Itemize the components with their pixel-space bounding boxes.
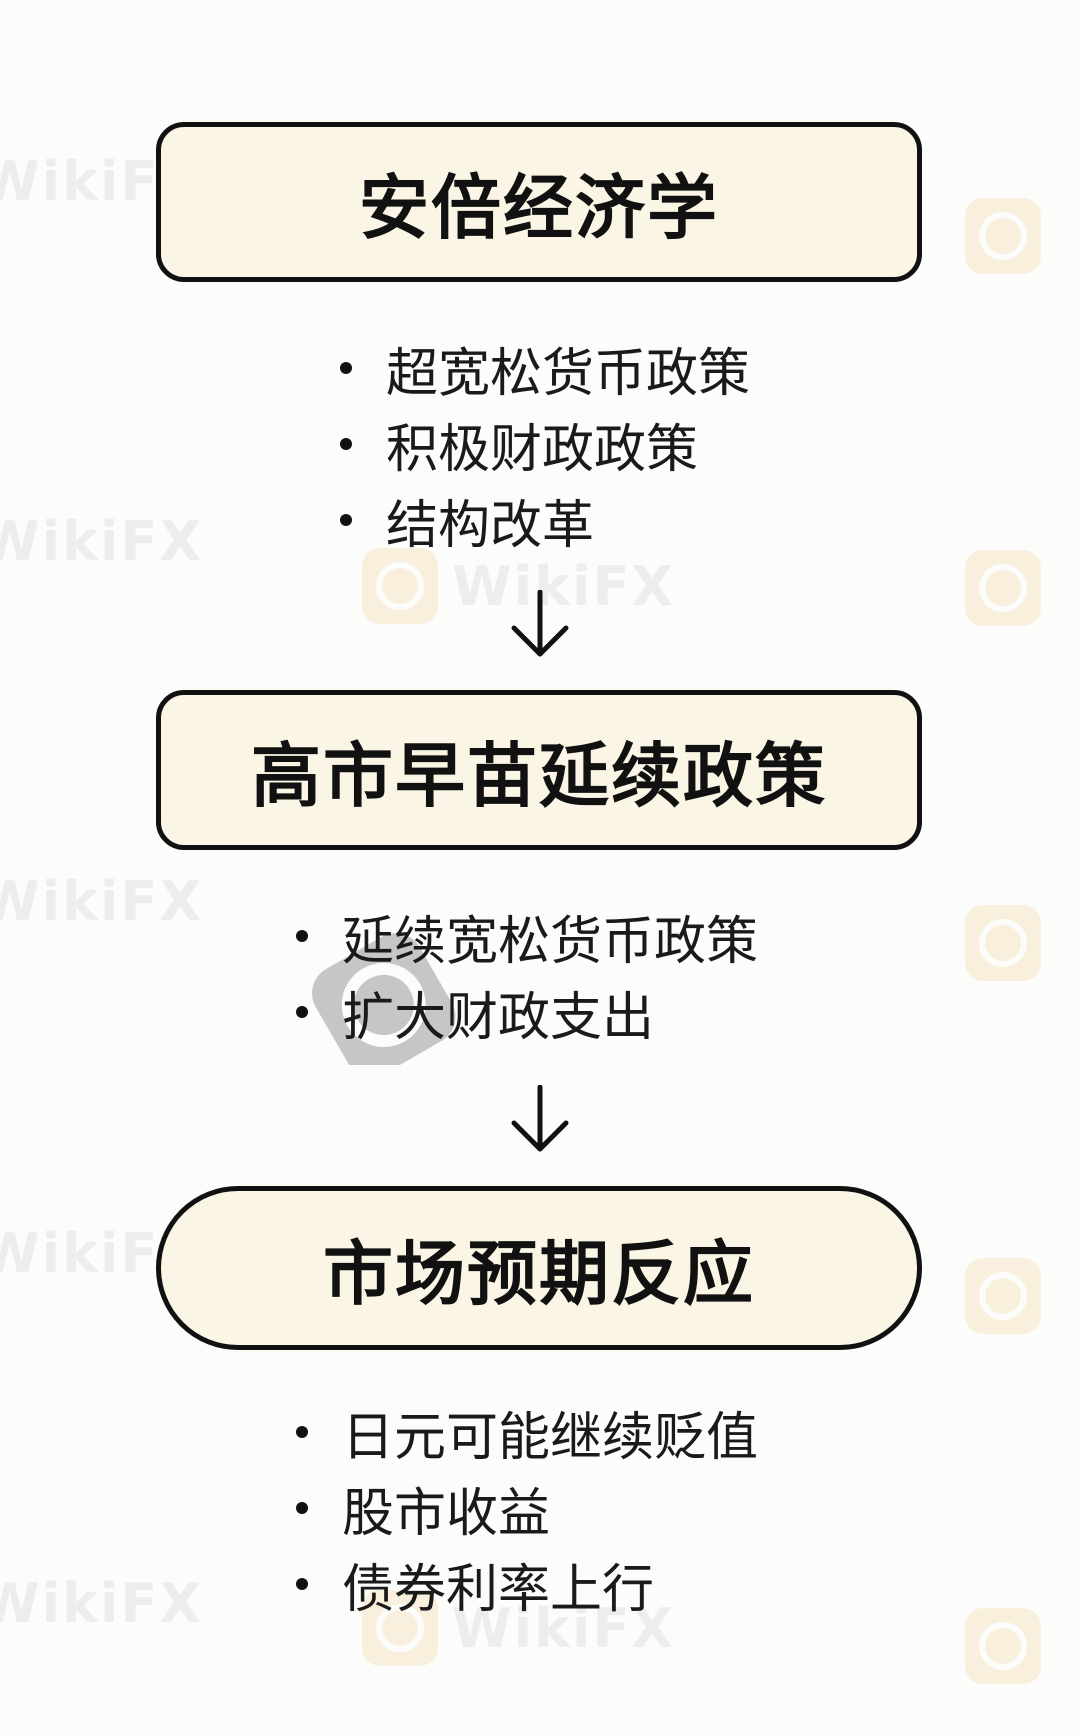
stage-box-takaichi-policy: 高市早苗延续政策 [156,690,922,850]
wikifx-logo-icon [965,1258,1041,1334]
bullet-dot [296,1578,308,1590]
wikifx-logo-icon [965,550,1041,626]
list-item: 股市收益 [296,1470,758,1546]
watermark: WikiFX [0,1572,203,1635]
bullet-text: 结构改革 [386,495,595,556]
bullet-text: 积极财政政策 [386,419,699,480]
watermark: WikiFX [0,510,203,573]
wikifx-logo-icon [965,198,1041,274]
bullet-dot [296,1006,308,1018]
stage-title: 安倍经济学 [359,166,719,249]
bullet-text: 扩大财政支出 [342,987,655,1048]
stage-title: 市场预期反应 [323,1232,755,1315]
list-item: 债券利率上行 [296,1546,758,1622]
list-item: 延续宽松货币政策 [296,898,758,974]
bullet-text: 股市收益 [342,1483,551,1544]
watermark [965,1608,1041,1684]
watermark [965,1258,1041,1334]
bullet-text: 超宽松货币政策 [386,343,751,404]
bullet-list: 日元可能继续贬值 股市收益 债券利率上行 [296,1394,758,1622]
bullet-dot [296,1502,308,1514]
bullet-text: 日元可能继续贬值 [342,1407,759,1468]
wikifx-logo-icon [362,548,438,624]
wikifx-logo-icon [965,1608,1041,1684]
bullet-dot [340,362,352,374]
list-item: 扩大财政支出 [296,974,758,1050]
bullet-text: 债券利率上行 [342,1559,655,1620]
watermark-text: WikiFX [0,510,204,573]
bullet-dot [296,1426,308,1438]
watermark: WikiFX [0,870,203,933]
bullet-dot [340,514,352,526]
watermark [965,550,1041,626]
list-item: 日元可能继续贬值 [296,1394,758,1470]
watermark [965,905,1041,981]
list-item: 积极财政政策 [340,406,750,482]
stage-title: 高市早苗延续政策 [251,734,827,817]
arrow-down-icon [511,590,569,657]
stage-box-market-reaction: 市场预期反应 [156,1186,922,1350]
stage-box-abenomics: 安倍经济学 [156,122,922,282]
bullet-dot [296,930,308,942]
list-item: 结构改革 [340,482,750,558]
bullet-list: 超宽松货币政策 积极财政政策 结构改革 [340,330,750,558]
watermark-text: WikiFX [0,1572,204,1635]
bullet-dot [340,438,352,450]
bullet-text: 延续宽松货币政策 [342,911,759,972]
wikifx-logo-icon [965,905,1041,981]
list-item: 超宽松货币政策 [340,330,750,406]
bullet-list: 延续宽松货币政策 扩大财政支出 [296,898,758,1050]
arrow-down-icon [511,1085,569,1152]
watermark-text: WikiFX [0,870,204,933]
watermark [965,198,1041,274]
